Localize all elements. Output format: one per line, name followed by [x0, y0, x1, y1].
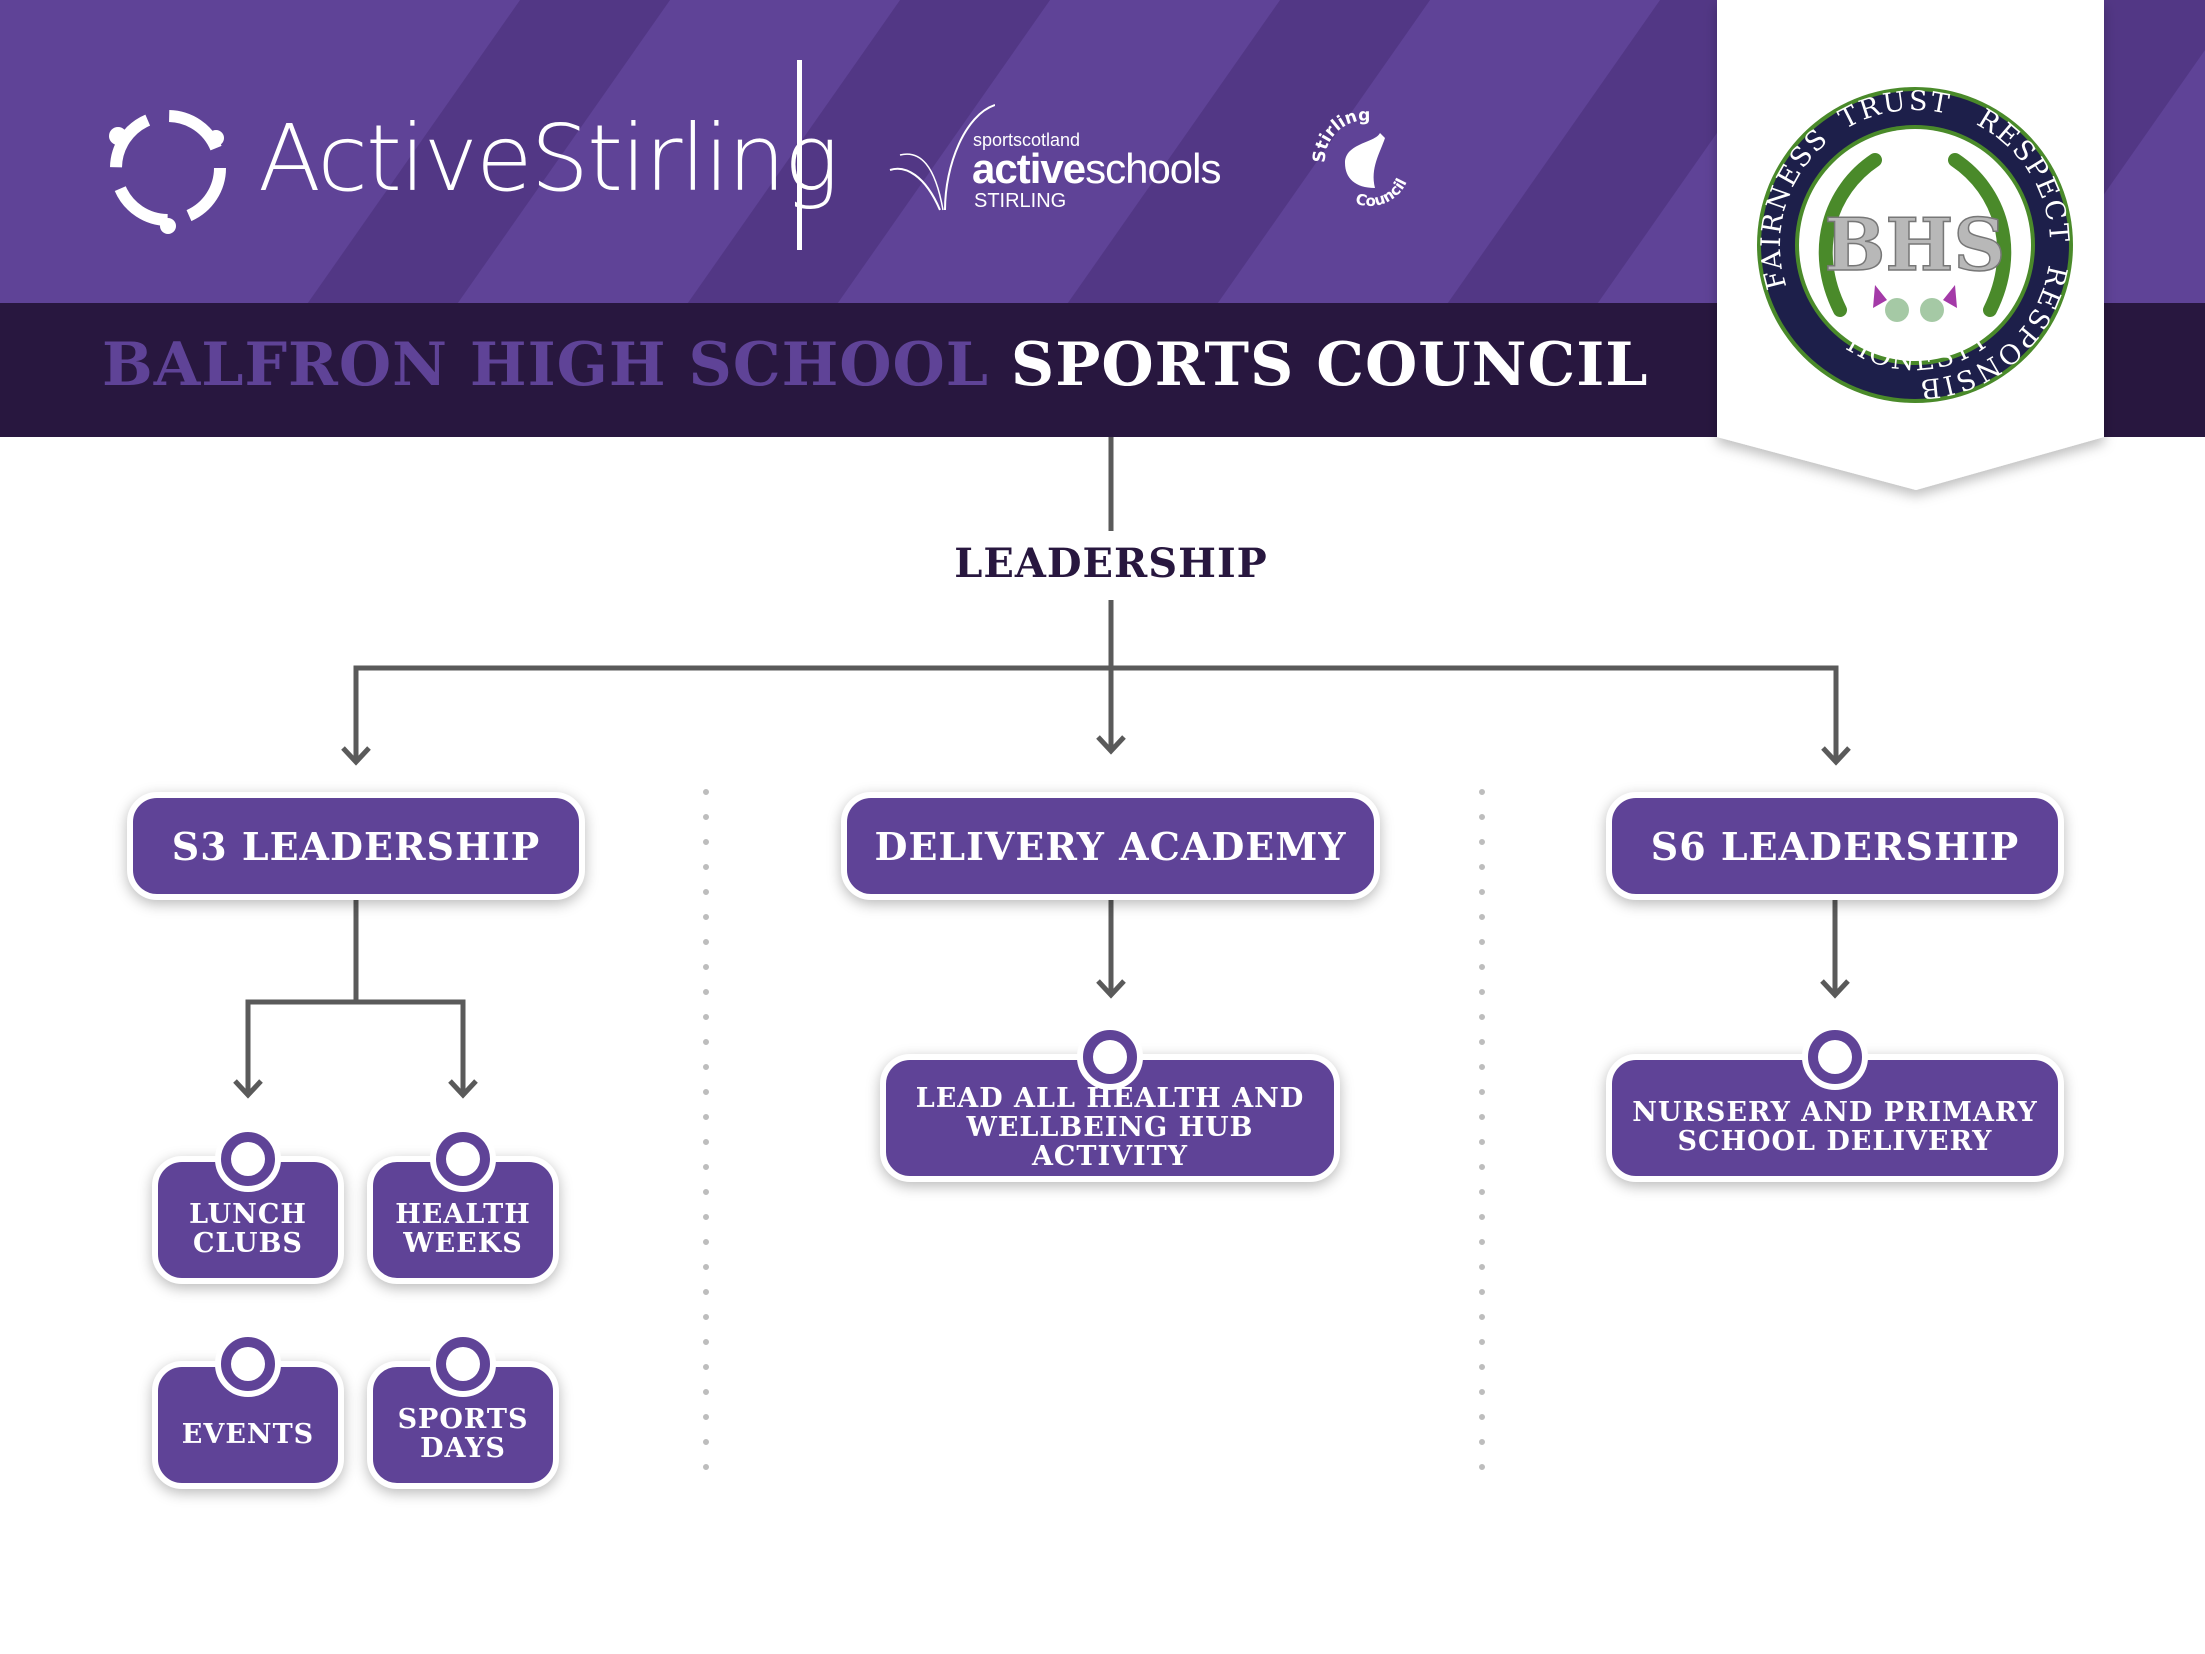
tag-hole-icon [1802, 1024, 1868, 1090]
node-label: EVENTS [181, 1418, 315, 1450]
tag-hole-icon [430, 1331, 496, 1397]
title-school: BALFRON HIGH SCHOOL [102, 330, 989, 400]
node-label: S6 LEADERSHIP [1650, 823, 2020, 869]
node-s6-leadership: S6 LEADERSHIP [1606, 792, 2064, 900]
sportscotland-text: sportscotland [973, 130, 1081, 150]
title-council: SPORTS COUNCIL [1010, 330, 1649, 400]
arrow-s6-child-icon [1820, 979, 1850, 999]
schools-word: schools [1085, 145, 1221, 192]
stirling-council-logo-icon: Stirling Council [1310, 108, 1411, 210]
page-title: BALFRON HIGH SCHOOL SPORTS COUNCIL [102, 330, 1648, 400]
fountain-icon [889, 104, 995, 211]
arrow-delivery-icon [1096, 735, 1126, 755]
arrow-lunch-icon [233, 1079, 263, 1099]
node-s3-leadership: S3 LEADERSHIP [127, 792, 585, 900]
tag-hole-icon [430, 1126, 496, 1192]
crest-pennant: FAIRNESSTRUSTRESPECTRESPONSIBILITY HONES… [1700, 0, 2104, 490]
arrow-health-icon [448, 1079, 478, 1099]
logo-divider [797, 60, 802, 250]
active-stirling-logo-icon [109, 110, 226, 234]
svg-text:BHS: BHS [1825, 202, 2006, 287]
node-label: DELIVERY ACADEMY [874, 823, 1347, 869]
active-stirling-logo-text: ActiveStirling [258, 105, 839, 212]
arrow-s3-icon [341, 746, 371, 766]
stirling-text: STIRLING [974, 190, 1067, 212]
branch-bar-line [353, 665, 1839, 763]
tag-hole-icon [215, 1126, 281, 1192]
node-events: EVENTS [152, 1331, 344, 1489]
tag-hole-icon [1077, 1024, 1143, 1090]
arrow-s6-icon [1821, 746, 1851, 766]
node-label: S3 LEADERSHIP [171, 823, 541, 869]
arrow-delivery-child-icon [1096, 979, 1126, 999]
s3-split-line [245, 999, 466, 1095]
tag-hole-icon [215, 1331, 281, 1397]
root-leadership-label: LEADERSHIP [954, 540, 1268, 587]
activeschools-text: activeschools [972, 145, 1222, 193]
active-word: active [972, 145, 1086, 192]
node-delivery-academy: DELIVERY ACADEMY [841, 792, 1380, 900]
